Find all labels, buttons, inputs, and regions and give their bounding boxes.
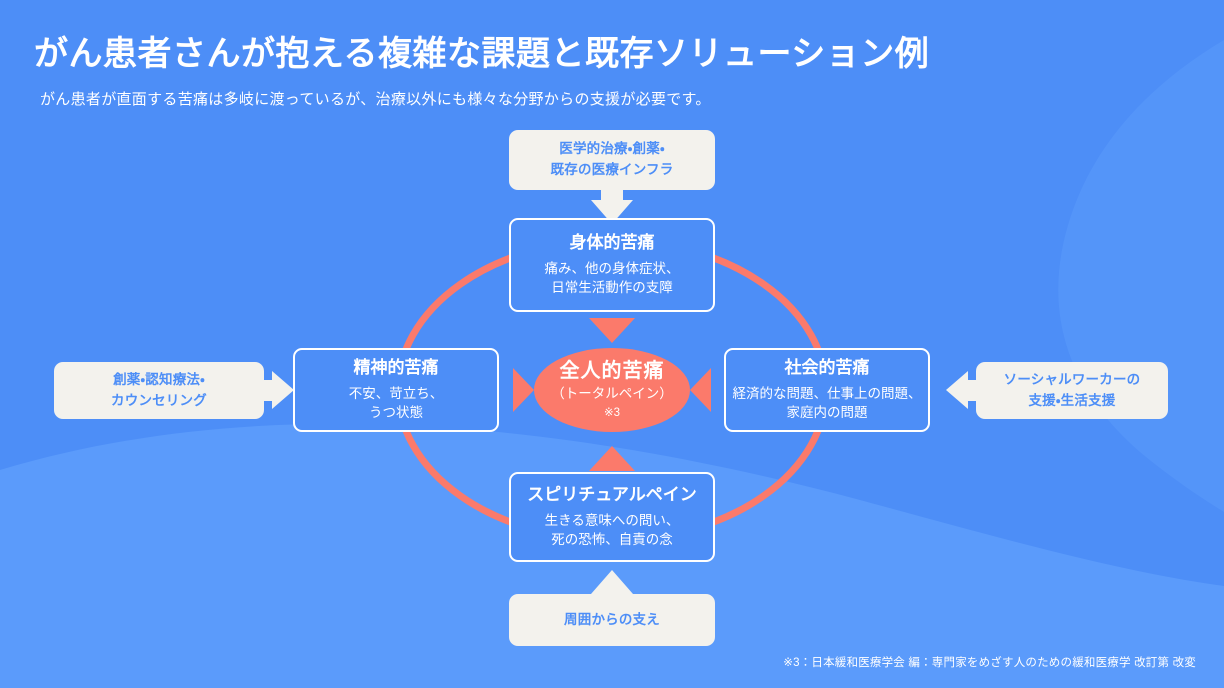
solution-box-top-text: 医学的治療・創薬・ 既存の医療インフラ bbox=[551, 139, 674, 181]
pain-spiritual-desc: 生きる意味への問い、 死の恐怖、自責の念 bbox=[545, 511, 680, 550]
solution-box-top[interactable]: 医学的治療・創薬・ 既存の医療インフラ bbox=[509, 130, 715, 190]
pain-social-desc: 経済的な問題、仕事上の問題、 家庭内の問題 bbox=[733, 384, 922, 423]
pain-social-desc-line1: 経済的な問題、仕事上の問題、 bbox=[732, 385, 922, 401]
pain-physical-desc-line1: 痛み、他の身体症状、 bbox=[544, 260, 680, 276]
pain-physical-desc: 痛み、他の身体症状、 日常生活動作の支障 bbox=[545, 259, 680, 298]
center-oval-footnote-ref: ※3 bbox=[603, 406, 621, 419]
pain-mental-desc-line1: 不安、苛立ち、 bbox=[348, 385, 444, 401]
solution-box-right-text: ソーシャルワーカーの 支援・生活支援 bbox=[1004, 370, 1141, 412]
triangle-inward-bottom-icon bbox=[589, 446, 635, 471]
pain-mental-desc: 不安、苛立ち、 うつ状態 bbox=[349, 384, 444, 423]
center-oval-subtitle: （トータルペイン） bbox=[551, 386, 673, 402]
pain-mental-title: 精神的苦痛 bbox=[353, 358, 439, 378]
pain-box-social[interactable]: 社会的苦痛 経済的な問題、仕事上の問題、 家庭内の問題 bbox=[724, 348, 930, 432]
solution-top-line2: 既存の医療インフラ bbox=[550, 162, 674, 177]
triangle-inward-right-icon bbox=[690, 368, 711, 412]
page-title: がん患者さんが抱える複雑な課題と既存ソリューション例 bbox=[34, 35, 930, 73]
arrow-left-icon bbox=[946, 371, 968, 409]
solution-top-line1: 医学的治療・創薬・ bbox=[559, 141, 665, 157]
pain-spiritual-title: スピリチュアルペイン bbox=[527, 485, 697, 505]
center-total-pain-oval[interactable]: 全人的苦痛 （トータルペイン） ※3 bbox=[534, 348, 690, 432]
pain-social-desc-line2: 家庭内の問題 bbox=[786, 405, 868, 421]
triangle-inward-top-icon bbox=[589, 318, 635, 343]
solution-box-bottom-text: 周囲からの支え bbox=[564, 610, 660, 631]
page-subtitle: がん患者が直面する苦痛は多岐に渡っているが、治療以外にも様々な分野からの支援が必… bbox=[40, 91, 711, 108]
solution-left-line1: 創薬・認知療法・ bbox=[113, 371, 205, 387]
pain-box-mental[interactable]: 精神的苦痛 不安、苛立ち、 うつ状態 bbox=[293, 348, 499, 432]
center-oval-title: 全人的苦痛 bbox=[559, 360, 665, 383]
solution-box-right[interactable]: ソーシャルワーカーの 支援・生活支援 bbox=[976, 362, 1168, 419]
solution-box-bottom[interactable]: 周囲からの支え bbox=[509, 594, 715, 646]
pain-physical-title: 身体的苦痛 bbox=[569, 233, 655, 253]
solution-left-line2: カウンセリング bbox=[111, 392, 207, 408]
pain-mental-desc-line2: うつ状態 bbox=[369, 405, 423, 421]
solution-box-left-text: 創薬・認知療法・ カウンセリング bbox=[111, 370, 207, 412]
arrow-right-icon bbox=[272, 371, 294, 409]
solution-bottom-line1: 周囲からの支え bbox=[564, 611, 660, 627]
pain-box-spiritual[interactable]: スピリチュアルペイン 生きる意味への問い、 死の恐怖、自責の念 bbox=[509, 472, 715, 562]
pain-box-physical[interactable]: 身体的苦痛 痛み、他の身体症状、 日常生活動作の支障 bbox=[509, 218, 715, 312]
triangle-inward-left-icon bbox=[513, 368, 534, 412]
solution-box-left[interactable]: 創薬・認知療法・ カウンセリング bbox=[54, 362, 264, 419]
pain-social-title: 社会的苦痛 bbox=[784, 358, 870, 378]
pain-spiritual-desc-line2: 死の恐怖、自責の念 bbox=[551, 532, 673, 548]
arrow-up-icon bbox=[591, 570, 633, 594]
solution-right-line2: 支援・生活支援 bbox=[1028, 392, 1116, 408]
pain-spiritual-desc-line1: 生きる意味への問い、 bbox=[544, 512, 680, 528]
solution-right-line1: ソーシャルワーカーの bbox=[1003, 371, 1141, 387]
pain-physical-desc-line2: 日常生活動作の支障 bbox=[551, 280, 673, 296]
footnote-text: ※3：日本緩和医療学会 編：専門家をめざす人のための緩和医療学 改訂第 改変 bbox=[783, 657, 1196, 669]
